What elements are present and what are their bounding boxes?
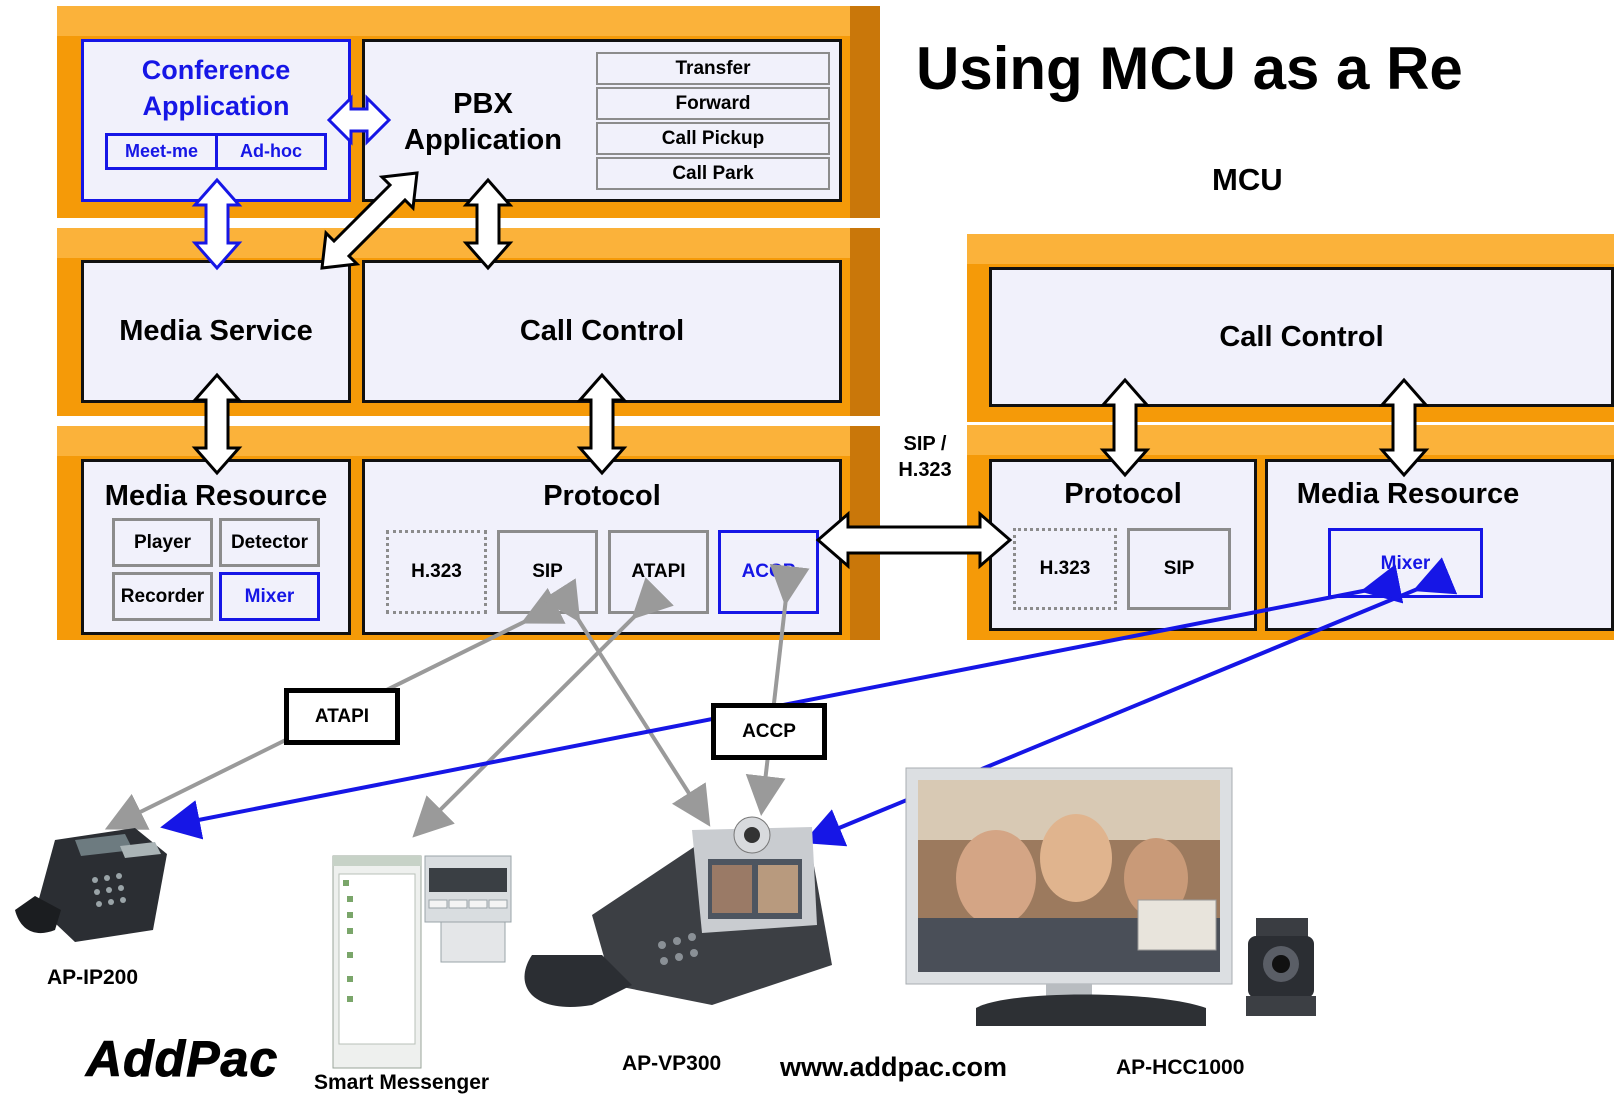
accp-callout: ACCP (711, 703, 827, 760)
pbx-line1: PBX (453, 88, 513, 120)
media-resource-title-right: Media Resource (1296, 478, 1520, 510)
sip-h323-line2: H.323 (898, 459, 952, 481)
arrow-callcontrol-protocol (576, 372, 628, 476)
call-control-panel-right: Call Control (989, 267, 1614, 407)
protocol-title-left: Protocol (543, 480, 661, 512)
call-control-label-left: Call Control (519, 315, 685, 347)
feature-forward: Forward (596, 87, 830, 120)
pbx-line2: Application (404, 124, 562, 156)
block-arrows (191, 94, 1430, 570)
device-label-ap-vp300: AP-VP300 (622, 1052, 722, 1075)
mcu-label: MCU (1212, 162, 1283, 197)
arrow-conf-pbx (326, 94, 392, 146)
media-service-label: Media Service (119, 315, 313, 347)
ap-vp300-phone-image (524, 816, 832, 1007)
page-title: Using MCU as a Re (916, 35, 1463, 102)
ap-ip200-phone-image (15, 828, 167, 942)
sip-h323-line1: SIP / (903, 433, 947, 455)
ptz-camera-image (1246, 918, 1316, 1016)
addpac-logo: AddPac (85, 1031, 279, 1088)
media-resource-title-left: Media Resource (104, 480, 328, 512)
device-label-smart-messenger: Smart Messenger (314, 1071, 490, 1094)
device-label-ap-ip200: AP-IP200 (47, 966, 139, 989)
website-link[interactable]: www.addpac.com (780, 1052, 1008, 1082)
conference-title-line1: Conference (141, 55, 291, 85)
feature-transfer: Transfer (596, 52, 830, 85)
atapi-callout: ATAPI (284, 688, 400, 745)
arrow-pbx-mediaservice (320, 171, 419, 270)
pbx-title: PBX Application (395, 86, 571, 158)
arrow-conf-media (191, 177, 243, 271)
call-control-label-right: Call Control (1219, 320, 1384, 353)
smart-messenger-image (332, 855, 512, 1069)
device-label-ap-hcc1000: AP-HCC1000 (1116, 1056, 1245, 1079)
arrow-sip-h323-link (815, 510, 1013, 570)
arrow-mcu-callcontrol-protocol (1099, 377, 1151, 478)
protocol-title-right: Protocol (1064, 478, 1182, 510)
feature-call-park: Call Park (596, 157, 830, 190)
arrow-pbx-callcontrol (462, 177, 514, 271)
detector-box: Detector (219, 518, 320, 567)
feature-call-pickup: Call Pickup (596, 122, 830, 155)
sip-h323-label: SIP / H.323 (888, 431, 962, 483)
arrow-mediaservice-resource (191, 372, 243, 476)
line-sip-vp300 (541, 578, 711, 827)
ad-hoc-box: Ad-hoc (215, 133, 327, 170)
line-atapi-messenger (412, 577, 674, 838)
gray-connectors (104, 563, 810, 838)
conference-title-line2: Application (142, 91, 290, 121)
arrow-mcu-callcontrol-resource (1378, 377, 1430, 478)
ap-hcc1000-image (905, 767, 1316, 1026)
